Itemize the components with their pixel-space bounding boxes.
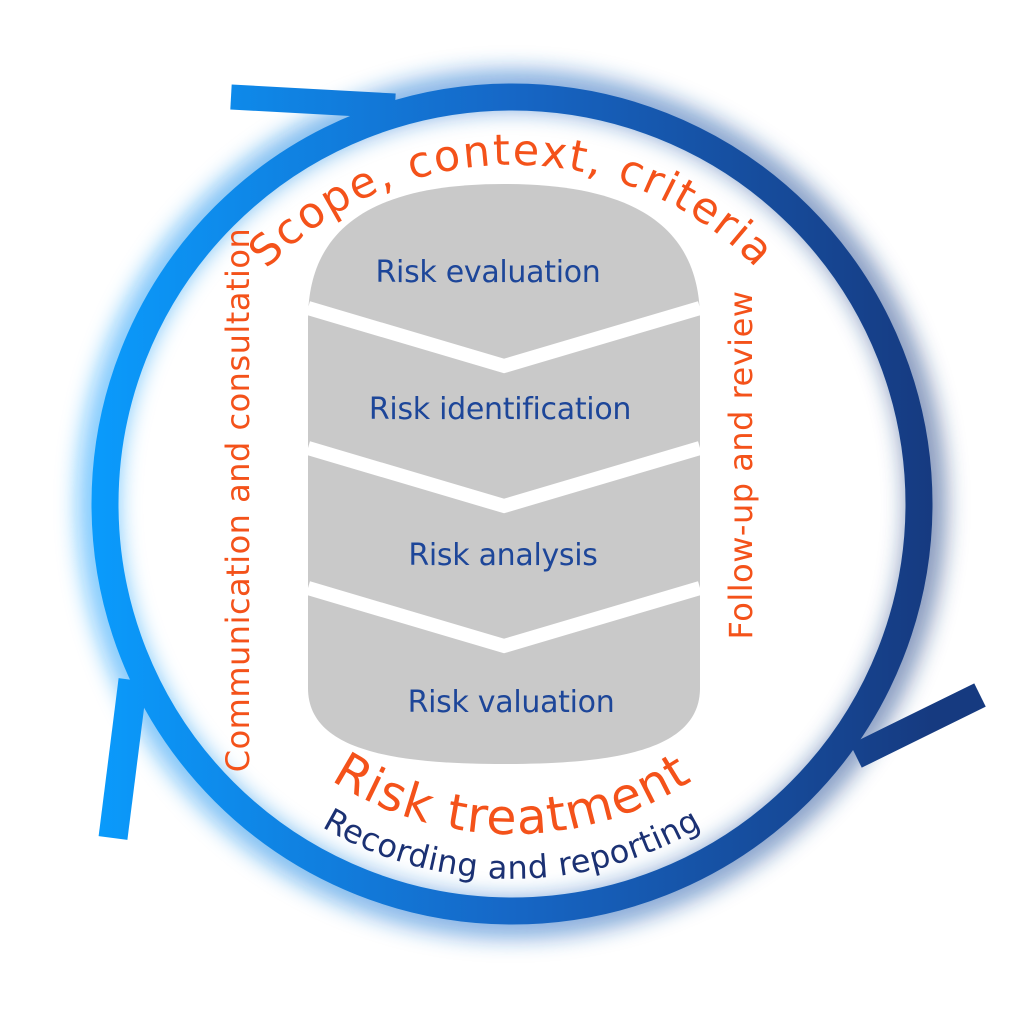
cycle-ring (91, 83, 933, 925)
segment-label-risk-analysis: Risk analysis (408, 538, 597, 573)
ring-arrowhead-icon (230, 84, 396, 119)
vertical-text-communication-consultation: Communication and consultation (219, 228, 257, 773)
segment-label-risk-evaluation: Risk evaluation (375, 255, 600, 290)
segment-label-risk-identification: Risk identification (369, 392, 631, 427)
chevron-separator-1 (306, 301, 702, 374)
segment-label-risk-valuation: Risk valuation (408, 685, 615, 720)
chevron-separator-3 (306, 581, 702, 654)
ring-arrow-tail-right (850, 683, 986, 768)
ring-arrow-tail-left (98, 678, 148, 840)
vertical-text-follow-up-review: Follow-up and review (722, 291, 760, 640)
chevron-separator-2 (306, 441, 702, 514)
